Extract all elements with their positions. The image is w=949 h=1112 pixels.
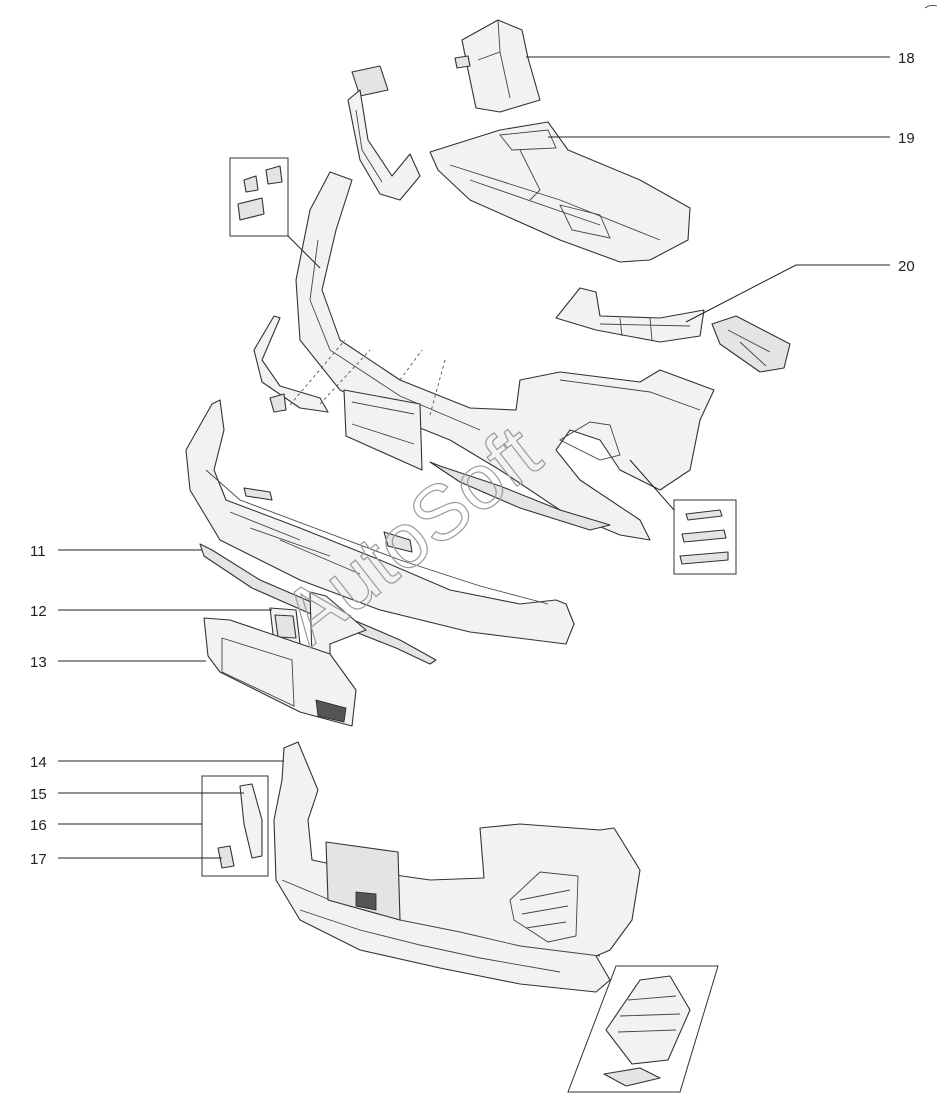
part-20-bracket	[555, 287, 791, 373]
alignment-line-3	[399, 349, 423, 381]
callout-17: 17	[30, 851, 47, 868]
part-12-radar-cover	[269, 607, 301, 645]
callout-16: 16	[30, 817, 47, 834]
lower-bumper-frame	[185, 399, 575, 645]
alignment-line-1	[289, 339, 346, 406]
callout-11: 11	[30, 543, 46, 560]
part-19-undertray	[429, 121, 691, 263]
inset-clips-top-left	[229, 157, 321, 269]
upper-mount-plate	[343, 389, 423, 471]
part-18-bracket	[454, 19, 541, 113]
leader-20	[685, 264, 890, 323]
callout-18: 18	[898, 50, 915, 67]
inset-trim-strips-right	[629, 459, 737, 575]
callout-20: 20	[898, 258, 915, 275]
part-13-plate-holder	[203, 617, 357, 727]
callout-19: 19	[898, 130, 915, 147]
callout-13: 13	[30, 654, 47, 671]
callout-12: 12	[30, 603, 47, 620]
part-11-lip-strip	[199, 543, 437, 665]
alignment-line-2	[319, 349, 371, 405]
inset-box-parts-15-17	[201, 775, 269, 877]
headlamp-bracket	[347, 65, 421, 201]
assembled-bumper	[273, 741, 641, 993]
left-side-strip	[253, 315, 329, 413]
corner-mark	[924, 4, 938, 9]
inset-fog-lamp-trim	[567, 965, 719, 1093]
callout-14: 14	[30, 754, 47, 771]
callout-15: 15	[30, 786, 47, 803]
